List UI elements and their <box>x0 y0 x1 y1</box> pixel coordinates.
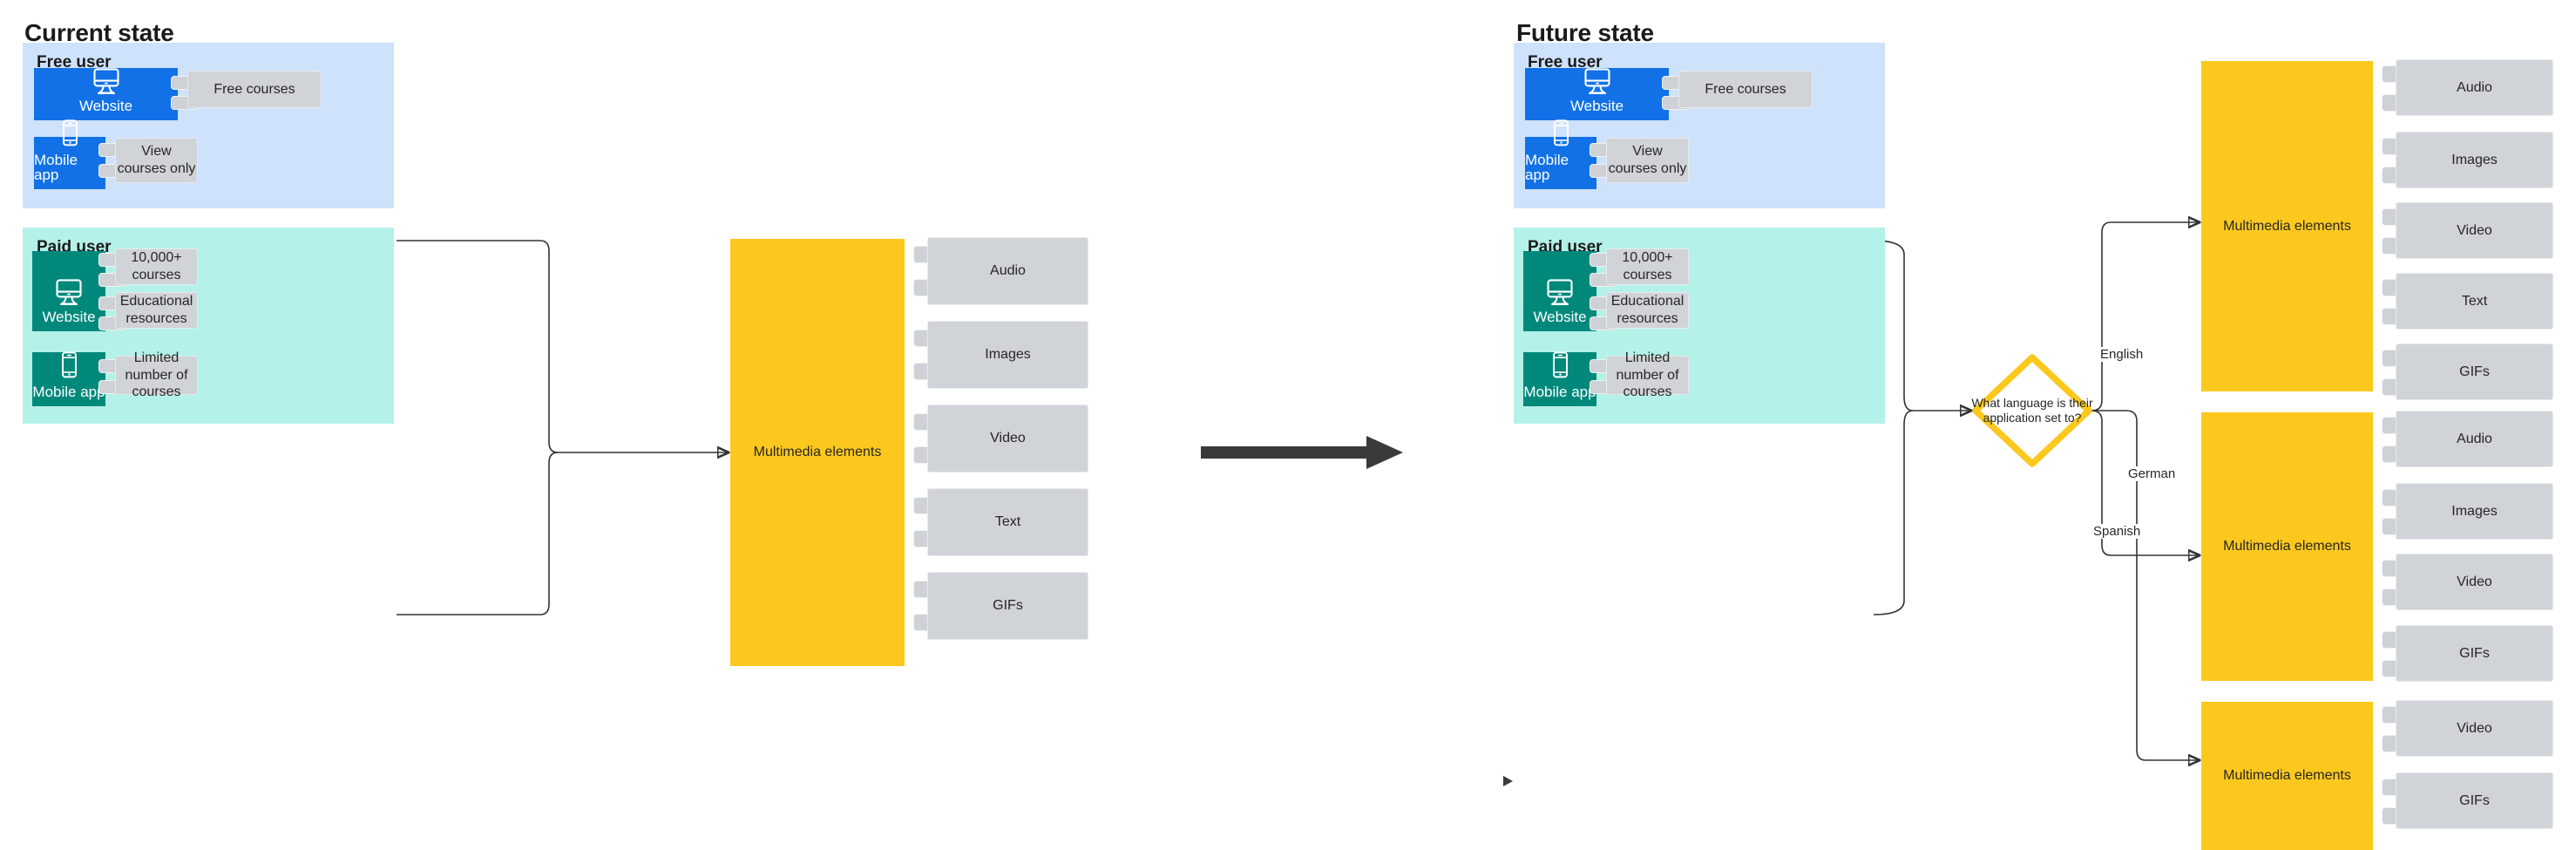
card-label: View courses only <box>117 144 196 176</box>
card-label: Video <box>2457 222 2492 238</box>
current-paid-website-tile[interactable]: Website <box>32 251 105 331</box>
future-media-card-german: GIFs <box>2396 625 2553 682</box>
card-label: Audio <box>2457 79 2492 95</box>
future-paid-mobile-tile[interactable]: Mobile app <box>1523 351 1596 406</box>
branch-label-english: English <box>2098 347 2146 362</box>
small-arrow-marker-icon <box>1502 774 1515 788</box>
card-label: Audio <box>990 263 1026 279</box>
future-free-user-label: Free user <box>1528 53 1603 71</box>
card-label: Free courses <box>214 81 295 97</box>
future-media-card-german: Video <box>2396 554 2553 610</box>
multimedia-label: Multimedia elements <box>2223 768 2351 783</box>
desktop-monitor-icon <box>1579 68 1616 95</box>
current-paid-website-label: Website <box>42 309 96 325</box>
future-state-title: Future state <box>1516 19 1654 46</box>
future-free-website-label: Website <box>1569 98 1624 114</box>
multimedia-label: Multimedia elements <box>753 445 882 459</box>
current-free-mobile-tile[interactable]: Mobile app <box>34 119 105 189</box>
card-label: Educational resources <box>1610 294 1685 326</box>
future-multimedia-block-german: Multimedia elements <box>2201 412 2373 681</box>
current-paid-resources-card: Educational resources <box>115 292 198 329</box>
card-label: Limited number of courses <box>1616 350 1679 400</box>
future-paid-mobile-feature-card: Limited number of courses <box>1606 350 1689 399</box>
future-free-website-tile[interactable]: Website <box>1525 68 1669 120</box>
branch-label-german: German <box>2126 466 2178 481</box>
card-label: Video <box>2457 720 2492 736</box>
mobile-phone-icon <box>58 351 80 381</box>
branch-label-spanish: Spanish <box>2091 524 2143 539</box>
current-media-card: Audio <box>927 237 1088 305</box>
future-media-card-spanish: Video <box>2396 700 2553 757</box>
mobile-phone-icon <box>1550 119 1572 149</box>
current-media-card: Text <box>927 488 1088 556</box>
future-media-card-english: Text <box>2396 273 2553 330</box>
future-free-website-feature-card: Free courses <box>1678 71 1813 108</box>
future-media-card-english: Video <box>2396 202 2553 259</box>
future-free-mobile-tile[interactable]: Mobile app <box>1525 119 1596 189</box>
current-paid-courses-card: 10,000+ courses <box>115 248 198 285</box>
desktop-monitor-icon <box>51 279 87 306</box>
current-state-title: Current state <box>24 19 174 46</box>
card-label: GIFs <box>2459 645 2490 661</box>
future-multimedia-block-spanish: Multimedia elements <box>2201 702 2373 850</box>
big-right-arrow <box>1201 436 1410 471</box>
language-decision-diamond: What language is their application set t… <box>1971 353 2093 468</box>
future-media-card-spanish: GIFs <box>2396 772 2553 829</box>
current-paid-mobile-tile[interactable]: Mobile app <box>32 351 105 406</box>
card-label: Audio <box>2457 431 2492 446</box>
card-label: View courses only <box>1608 144 1687 176</box>
future-paid-website-tile[interactable]: Website <box>1523 251 1596 331</box>
current-paid-mobile-feature-card: Limited number of courses <box>115 350 198 399</box>
future-paid-website-label: Website <box>1533 309 1587 325</box>
card-label: GIFs <box>993 598 1023 614</box>
multimedia-label: Multimedia elements <box>2223 218 2351 234</box>
card-label: Images <box>2451 503 2498 519</box>
future-media-card-german: Audio <box>2396 411 2553 467</box>
card-label: GIFs <box>2459 364 2490 379</box>
future-paid-courses-card: 10,000+ courses <box>1606 248 1689 285</box>
current-free-mobile-label: Mobile app <box>34 152 78 183</box>
card-label: Limited number of courses <box>125 350 188 400</box>
card-label: Text <box>994 514 1021 530</box>
future-media-card-english: Audio <box>2396 59 2553 116</box>
current-free-website-feature-card: Free courses <box>187 71 322 108</box>
current-free-user-label: Free user <box>37 53 112 71</box>
future-media-card-english: Images <box>2396 132 2553 188</box>
card-label: 10,000+ courses <box>131 250 182 282</box>
future-media-card-english: GIFs <box>2396 343 2553 400</box>
desktop-monitor-icon <box>1542 279 1578 306</box>
future-free-mobile-feature-card: View courses only <box>1606 138 1689 183</box>
current-free-mobile-feature-card: View courses only <box>115 138 198 183</box>
card-label: Video <box>990 431 1026 446</box>
future-multimedia-block-english: Multimedia elements <box>2201 61 2373 391</box>
card-label: Images <box>985 347 1031 363</box>
current-media-card: Images <box>927 321 1088 389</box>
card-label: Text <box>2461 293 2488 309</box>
mobile-phone-icon <box>59 119 81 149</box>
desktop-monitor-icon <box>88 68 125 95</box>
card-label: 10,000+ courses <box>1622 250 1673 282</box>
mobile-phone-icon <box>1549 351 1571 381</box>
future-paid-mobile-label: Mobile app <box>1523 384 1596 400</box>
multimedia-label: Multimedia elements <box>2223 539 2351 554</box>
current-free-website-label: Website <box>78 98 133 114</box>
current-free-website-tile[interactable]: Website <box>34 68 178 120</box>
card-label: Free courses <box>1705 81 1786 97</box>
future-media-card-german: Images <box>2396 483 2553 540</box>
current-paid-mobile-label: Mobile app <box>32 384 105 400</box>
card-label: Images <box>2451 152 2498 167</box>
card-label: Video <box>2457 574 2492 589</box>
future-free-mobile-label: Mobile app <box>1525 152 1569 183</box>
current-media-card: GIFs <box>927 572 1088 640</box>
decision-text: What language is their application set t… <box>1971 395 2093 425</box>
card-label: GIFs <box>2459 792 2490 808</box>
current-multimedia-block: Multimedia elements <box>730 239 905 666</box>
future-paid-resources-card: Educational resources <box>1606 292 1689 329</box>
card-label: Educational resources <box>119 294 193 326</box>
current-media-card: Video <box>927 405 1088 473</box>
